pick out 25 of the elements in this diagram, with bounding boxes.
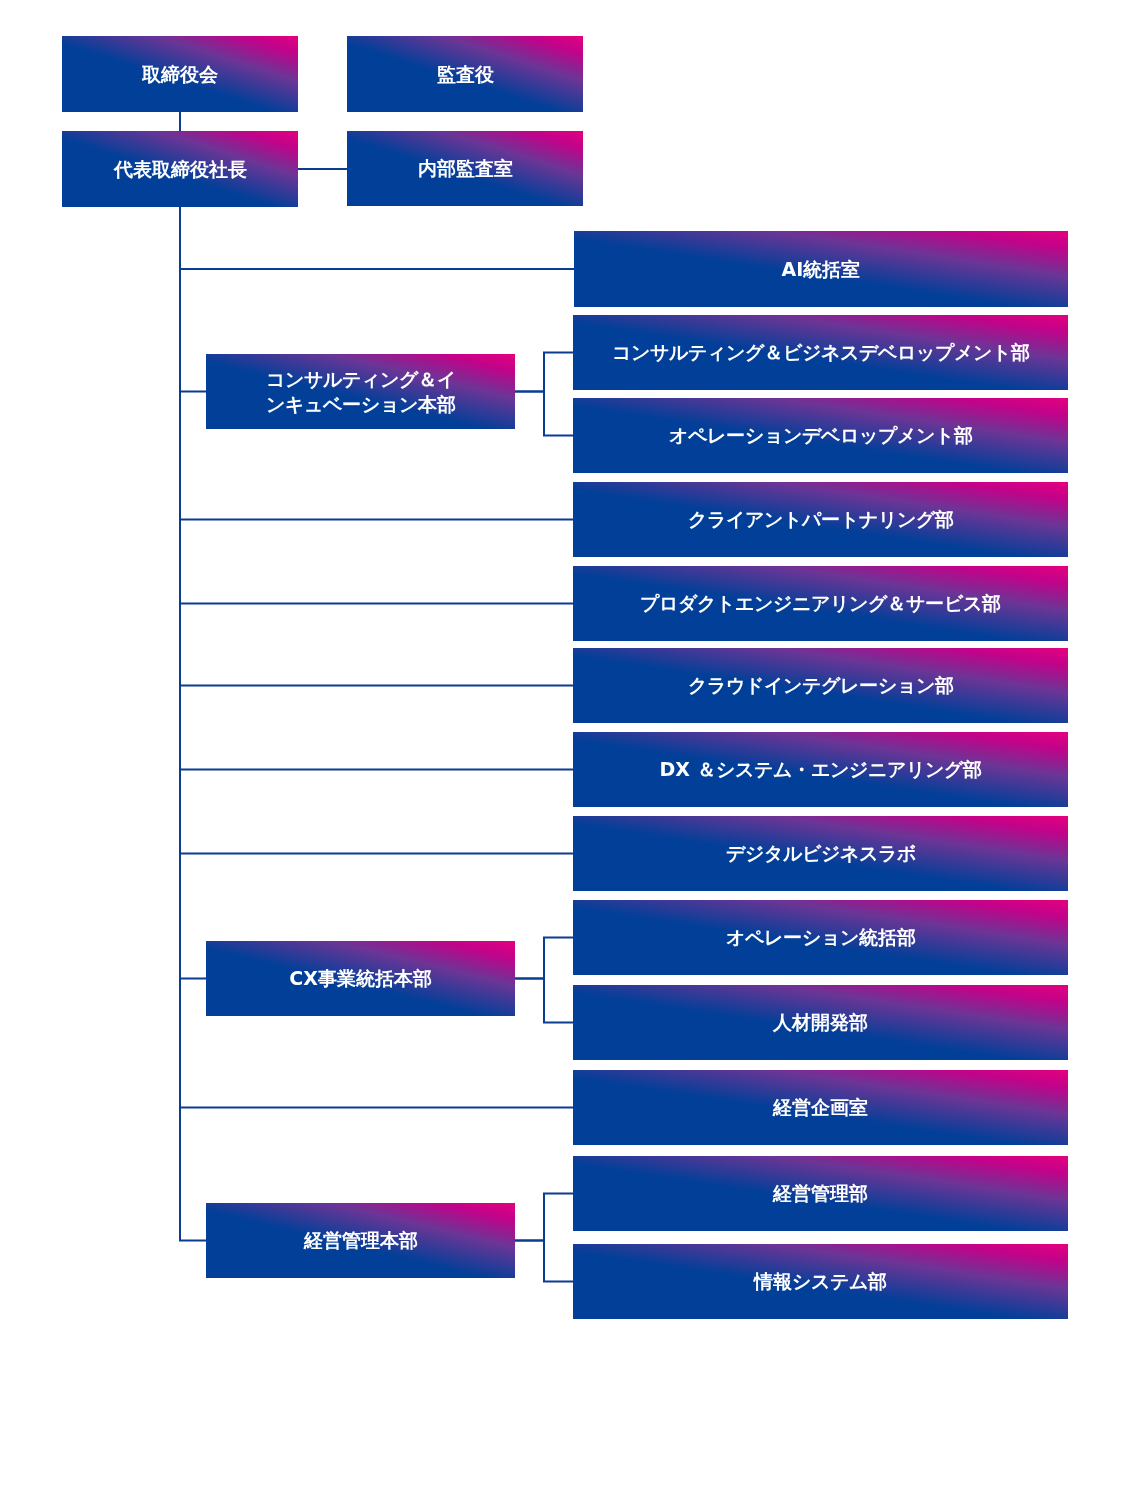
org-unit-box: 経営管理本部 bbox=[206, 1203, 515, 1278]
org-unit-box: 人材開発部 bbox=[573, 985, 1068, 1060]
org-unit-box: クラウドインテグレーション部 bbox=[573, 648, 1068, 723]
org-unit-box: 経営企画室 bbox=[573, 1070, 1068, 1145]
org-unit-box: AI統括室 bbox=[574, 231, 1068, 307]
org-unit-box: 監査役 bbox=[347, 36, 583, 112]
connector-line bbox=[514, 390, 574, 437]
org-unit-box: 情報システム部 bbox=[573, 1244, 1068, 1319]
org-unit-box: CX事業統括本部 bbox=[206, 941, 515, 1016]
org-unit-box: コンサルティング＆インキュベーション本部 bbox=[206, 354, 515, 429]
org-unit-box: 代表取締役社長 bbox=[62, 131, 298, 207]
org-unit-box: DX ＆システム・エンジニアリング部 bbox=[573, 732, 1068, 807]
connector-line bbox=[297, 168, 348, 170]
connector-line bbox=[514, 977, 574, 1024]
org-unit-box: オペレーションデベロップメント部 bbox=[573, 398, 1068, 473]
org-unit-box: オペレーション統括部 bbox=[573, 900, 1068, 975]
org-unit-box: 経営管理部 bbox=[573, 1156, 1068, 1231]
connector-line bbox=[514, 1239, 574, 1283]
org-unit-box: プロダクトエンジニアリング＆サービス部 bbox=[573, 566, 1068, 641]
org-unit-box: デジタルビジネスラボ bbox=[573, 816, 1068, 891]
org-unit-box: クライアントパートナリング部 bbox=[573, 482, 1068, 557]
org-unit-box: 取締役会 bbox=[62, 36, 298, 112]
connector-line bbox=[179, 111, 181, 132]
org-unit-box: 内部監査室 bbox=[347, 131, 583, 206]
org-unit-box: コンサルティング＆ビジネスデベロップメント部 bbox=[573, 315, 1068, 390]
